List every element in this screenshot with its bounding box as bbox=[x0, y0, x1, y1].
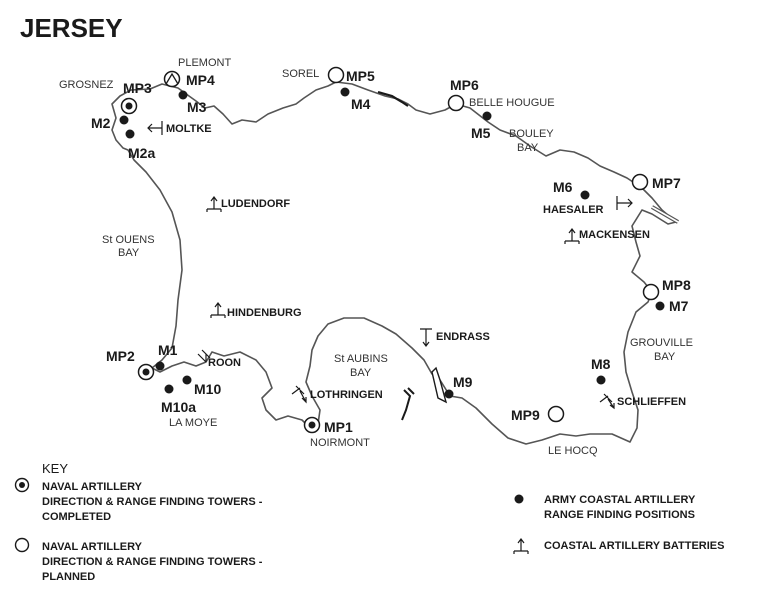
army-position-m10 bbox=[182, 375, 192, 385]
army-position-m2a bbox=[125, 129, 135, 139]
naval-tower-completed-mp1 bbox=[303, 416, 321, 434]
army-position-m5 bbox=[482, 111, 492, 121]
army-position-m6 bbox=[580, 190, 590, 200]
battery-mackensen: MACKENSEN bbox=[564, 228, 650, 245]
label-haesaler: HAESALER bbox=[543, 204, 604, 216]
key-symbol-battery bbox=[513, 538, 529, 555]
map-key: KEY NAVAL ARTILLERY DIRECTION & RANGE FI… bbox=[14, 461, 725, 583]
naval-tower-completed-mp2 bbox=[137, 363, 155, 381]
army-position-m1 bbox=[155, 361, 165, 371]
label-mp1: MP1 bbox=[324, 419, 353, 435]
label-mp7: MP7 bbox=[652, 175, 681, 191]
label-roon: ROON bbox=[208, 357, 241, 369]
place-st-aubins-1: St AUBINS bbox=[334, 353, 388, 365]
place-grouville-2: BAY bbox=[654, 351, 676, 363]
key-army-line-1: ARMY COASTAL ARTILLERY bbox=[544, 494, 696, 506]
place-grosnez: GROSNEZ bbox=[59, 79, 114, 91]
label-m5: M5 bbox=[471, 125, 491, 141]
label-m8: M8 bbox=[591, 356, 611, 372]
key-planned-line-1: NAVAL ARTILLERY bbox=[42, 541, 143, 553]
naval-tower-planned-mp9 bbox=[547, 405, 565, 423]
place-st-ouens-2: BAY bbox=[118, 247, 140, 259]
key-symbol-army bbox=[514, 494, 524, 504]
label-schlieffen: SCHLIEFFEN bbox=[617, 396, 686, 408]
label-m6: M6 bbox=[553, 179, 573, 195]
breakwater-inner bbox=[651, 206, 679, 223]
army-position-m9 bbox=[444, 389, 454, 399]
label-m1: M1 bbox=[158, 342, 178, 358]
key-completed-line-3: COMPLETED bbox=[42, 511, 111, 523]
label-lothringen: LOTHRINGEN bbox=[310, 389, 383, 401]
label-mackensen: MACKENSEN bbox=[579, 229, 650, 241]
army-position-m10a bbox=[164, 384, 174, 394]
naval-tower-completed-mp3 bbox=[120, 97, 138, 115]
north-coast-road bbox=[377, 90, 409, 107]
key-planned-line-2: DIRECTION & RANGE FINDING TOWERS - bbox=[42, 556, 263, 568]
label-m4: M4 bbox=[351, 96, 371, 112]
key-completed-line-2: DIRECTION & RANGE FINDING TOWERS - bbox=[42, 496, 263, 508]
army-position-m4 bbox=[340, 87, 350, 97]
naval-tower-planned-mp8 bbox=[642, 283, 660, 301]
label-m7: M7 bbox=[669, 298, 689, 314]
harbour bbox=[431, 366, 448, 404]
place-noirmont: NOIRMONT bbox=[310, 437, 370, 449]
battery-haesaler: HAESALER bbox=[543, 196, 633, 216]
key-planned-line-3: PLANNED bbox=[42, 571, 95, 583]
label-m10: M10 bbox=[194, 381, 221, 397]
harbour-pier bbox=[401, 387, 415, 421]
label-mp3: MP3 bbox=[123, 80, 152, 96]
battery-ludendorf: LUDENDORF bbox=[206, 196, 290, 213]
battery-roon: ROON bbox=[197, 349, 241, 369]
label-mp2: MP2 bbox=[106, 348, 135, 364]
key-army-line-2: RANGE FINDING POSITIONS bbox=[544, 509, 695, 521]
place-bouley-bay-2: BAY bbox=[517, 142, 539, 154]
battery-hindenburg: HINDENBURG bbox=[210, 302, 302, 319]
key-symbol-completed bbox=[14, 477, 30, 493]
label-m10a: M10a bbox=[161, 399, 196, 415]
naval-tower-planned-mp6 bbox=[447, 94, 465, 112]
battery-moltke: MOLTKE bbox=[147, 121, 212, 135]
label-mp8: MP8 bbox=[662, 277, 691, 293]
label-endrass: ENDRASS bbox=[436, 331, 490, 343]
label-ludendorf: LUDENDORF bbox=[221, 198, 290, 210]
battery-lothringen: LOTHRINGEN bbox=[291, 385, 383, 404]
label-hindenburg: HINDENBURG bbox=[227, 307, 302, 319]
label-m2a: M2a bbox=[128, 145, 155, 161]
key-completed-line-1: NAVAL ARTILLERY bbox=[42, 481, 143, 493]
place-plemont: PLEMONT bbox=[178, 57, 231, 69]
label-mp9: MP9 bbox=[511, 407, 540, 423]
label-mp4: MP4 bbox=[186, 72, 215, 88]
place-sorel: SOREL bbox=[282, 68, 319, 80]
place-bouley-bay-1: BOULEY bbox=[509, 128, 554, 140]
battery-schlieffen: SCHLIEFFEN bbox=[599, 393, 686, 410]
key-symbol-planned bbox=[14, 537, 30, 553]
place-grouville-1: GROUVILLE bbox=[630, 337, 693, 349]
label-m9: M9 bbox=[453, 374, 473, 390]
place-st-aubins-2: BAY bbox=[350, 367, 372, 379]
army-position-m2 bbox=[119, 115, 129, 125]
army-position-m7 bbox=[655, 301, 665, 311]
coastline bbox=[111, 81, 677, 445]
naval-tower-completed-mp4 bbox=[163, 70, 181, 88]
label-m3: M3 bbox=[187, 99, 207, 115]
place-st-ouens-1: St OUENS bbox=[102, 234, 155, 246]
army-position-m3 bbox=[178, 90, 188, 100]
place-belle-hougue: BELLE HOUGUE bbox=[469, 97, 555, 109]
label-moltke: MOLTKE bbox=[166, 123, 212, 135]
place-le-hocq: LE HOCQ bbox=[548, 445, 598, 457]
place-la-moye: LA MOYE bbox=[169, 417, 217, 429]
map-title: JERSEY bbox=[20, 13, 123, 43]
army-position-m8 bbox=[596, 375, 606, 385]
naval-tower-planned-mp5 bbox=[327, 66, 345, 84]
battery-endrass: ENDRASS bbox=[420, 328, 490, 347]
label-mp5: MP5 bbox=[346, 68, 375, 84]
label-mp6: MP6 bbox=[450, 77, 479, 93]
key-batteries: COASTAL ARTILLERY BATTERIES bbox=[544, 540, 725, 552]
label-m2: M2 bbox=[91, 115, 111, 131]
naval-tower-planned-mp7 bbox=[631, 173, 649, 191]
key-heading: KEY bbox=[42, 461, 68, 476]
